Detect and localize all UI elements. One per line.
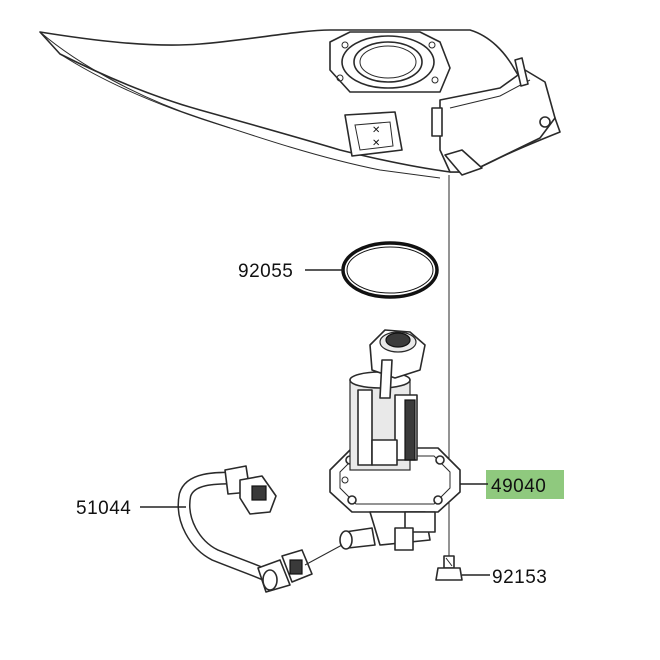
fuel-hose: [177, 465, 313, 593]
svg-text:✕: ✕: [372, 138, 381, 149]
part-highlight-49040: [486, 470, 564, 499]
part-number-49040: 49040: [491, 476, 546, 497]
bolt: [435, 555, 463, 581]
fuel-pump-assembly: [329, 329, 461, 551]
part-number-92055: 92055: [238, 261, 293, 282]
svg-text:✕: ✕: [372, 125, 381, 136]
part-number-92153: 92153: [492, 567, 547, 588]
hose-connection-line: [304, 544, 343, 566]
o-ring: [341, 241, 439, 299]
fuel-tank: ✕ ✕: [39, 29, 561, 179]
part-number-51044: 51044: [76, 498, 131, 519]
